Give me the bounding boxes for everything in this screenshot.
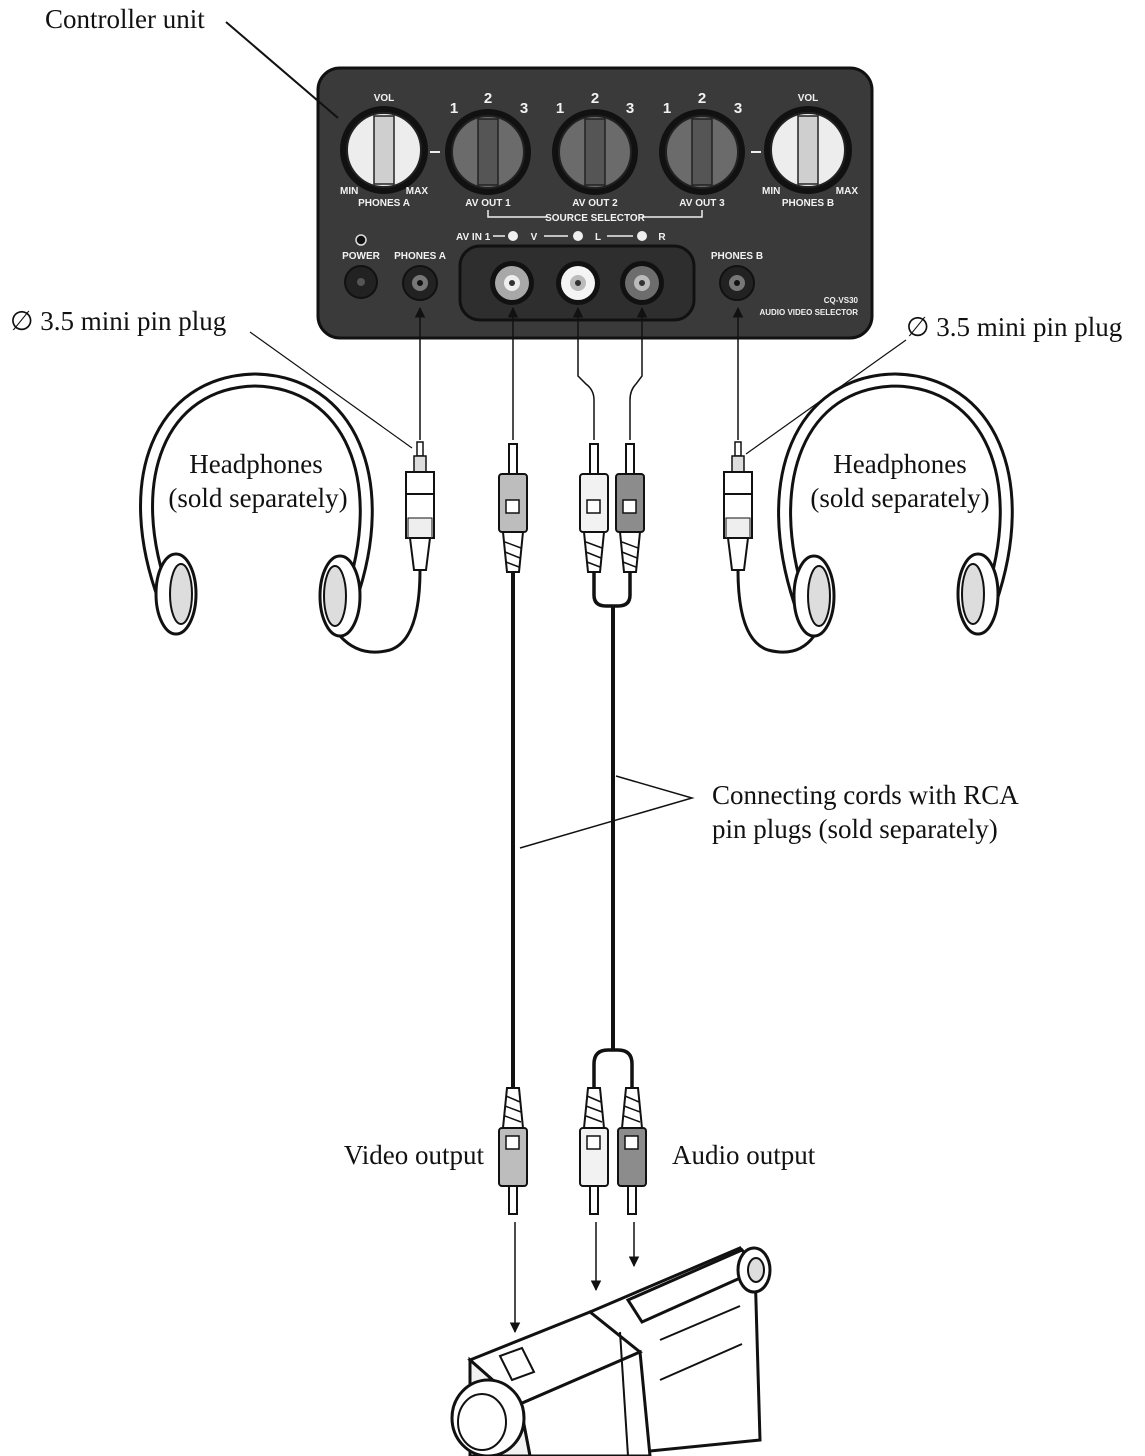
selector-number-label: 2: [484, 90, 492, 107]
selector-number-label: 2: [698, 90, 706, 107]
rca-plug-audio-l-top: [579, 443, 609, 573]
source-selector-knob-1[interactable]: [445, 109, 531, 195]
mini-plug-right-label: ∅ 3.5 mini pin plug: [906, 312, 1122, 342]
camcorder: [450, 1246, 772, 1456]
controller-unit: VOL VOL MIN MAX MIN MAX PHONES A PHONES …: [316, 66, 874, 340]
power-label: POWER: [342, 251, 381, 262]
min-a-label: MIN: [340, 186, 358, 197]
max-a-label: MAX: [406, 186, 429, 197]
video-output-label: Video output: [344, 1140, 485, 1170]
phones-b-knob-label: PHONES B: [782, 198, 834, 209]
connecting-cords-sold-separately: pin plugs (sold separately): [712, 814, 998, 844]
selector-number-label: 1: [663, 100, 671, 117]
av-out-2-label: AV OUT 2: [572, 198, 618, 209]
mini-plug-left-label: ∅ 3.5 mini pin plug: [10, 306, 226, 336]
connecting-cords-label: Connecting cords with RCA: [712, 780, 1019, 810]
volume-knob-b[interactable]: [764, 106, 852, 194]
source-selector-knob-3[interactable]: [659, 109, 745, 195]
selector-number-label: 3: [734, 100, 742, 117]
audio-r-in-arrow: [629, 306, 648, 440]
av-in-1-video-jack[interactable]: [490, 261, 534, 305]
jack-indicator-dot: [637, 231, 647, 241]
selector-number-label: 3: [626, 100, 634, 117]
headphones-left: [139, 372, 422, 654]
phones-b-jack-label: PHONES B: [711, 251, 763, 262]
cords-leader-line: [519, 775, 695, 849]
power-button[interactable]: [344, 265, 378, 299]
mini-pin-plug-left: [405, 441, 435, 571]
phones-a-knob-label: PHONES A: [358, 198, 410, 209]
audio-l-in-arrow: [572, 306, 595, 440]
source-selector-knob-2[interactable]: [552, 109, 638, 195]
phones-a-jack[interactable]: [402, 265, 438, 301]
min-b-label: MIN: [762, 186, 780, 197]
controller-leader-line: [225, 21, 339, 119]
jack-r-label: R: [658, 232, 666, 243]
audio-output-label: Audio output: [672, 1140, 816, 1170]
vol-a-label: VOL: [374, 93, 395, 104]
selector-number-label: 2: [591, 90, 599, 107]
av-out-1-label: AV OUT 1: [465, 198, 511, 209]
audio-cable-split-bottom: [592, 1048, 634, 1090]
max-b-label: MAX: [836, 186, 859, 197]
rca-plug-audio-l-bottom: [579, 1087, 609, 1215]
model-label: CQ-VS30: [824, 296, 859, 305]
headphones-right-label: Headphones: [833, 449, 966, 479]
headphones-left-sold-separately: (sold separately): [168, 483, 347, 513]
jack-v-label: V: [531, 232, 538, 243]
selector-number-label: 1: [450, 100, 458, 117]
headphones-left-label: Headphones: [189, 449, 322, 479]
controller-unit-label: Controller unit: [45, 4, 205, 34]
mini-pin-plug-right: [723, 441, 753, 571]
rca-plug-video-bottom: [498, 1087, 528, 1215]
jack-l-label: L: [595, 232, 601, 243]
headphones-right-sold-separately: (sold separately): [810, 483, 989, 513]
av-in-1-audio-r-jack[interactable]: [620, 261, 664, 305]
av-out-3-label: AV OUT 3: [679, 198, 725, 209]
rca-plug-audio-r-bottom: [617, 1087, 647, 1215]
av-in-1-label: AV IN 1: [456, 232, 491, 243]
model-description: AUDIO VIDEO SELECTOR: [759, 308, 858, 317]
source-selector-label: SOURCE SELECTOR: [545, 213, 646, 224]
power-led: [355, 234, 367, 246]
jack-indicator-dot: [573, 231, 583, 241]
selector-number-label: 3: [520, 100, 528, 117]
rca-plug-audio-r-top: [615, 443, 645, 573]
av-in-1-audio-l-jack[interactable]: [556, 261, 600, 305]
phones-b-jack[interactable]: [719, 265, 755, 301]
phones-a-jack-label: PHONES A: [394, 251, 446, 262]
rca-plug-video-top: [498, 443, 528, 573]
volume-knob-a[interactable]: [340, 106, 428, 194]
vol-b-label: VOL: [798, 93, 819, 104]
jack-indicator-dot: [508, 231, 518, 241]
mini-plug-left-leader: [249, 331, 413, 449]
headphones-right: [736, 372, 1014, 654]
audio-cable-split-top: [592, 572, 632, 608]
selector-number-label: 1: [556, 100, 564, 117]
